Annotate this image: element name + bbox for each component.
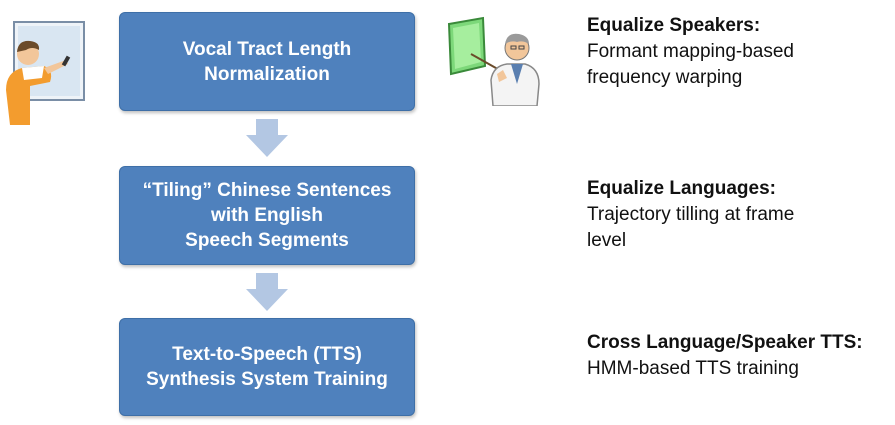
step-tiling-box: “Tiling” Chinese Sentences with English …: [119, 166, 415, 265]
description-equalize-languages: Equalize Languages: Trajectory tilling a…: [587, 176, 892, 254]
description-heading: Equalize Languages:: [587, 178, 776, 199]
teacher-at-whiteboard-icon: [0, 20, 88, 125]
description-cross-language-tts: Cross Language/Speaker TTS: HMM-based TT…: [587, 330, 892, 382]
description-text: Formant mapping-based frequency warping: [587, 41, 794, 88]
down-arrow-icon: [246, 273, 288, 311]
description-text: HMM-based TTS training: [587, 358, 799, 379]
presenter-with-pointer-icon: [441, 14, 549, 107]
step-tiling-label: “Tiling” Chinese Sentences with English …: [142, 180, 392, 251]
step-tts-training-box: Text-to-Speech (TTS) Synthesis System Tr…: [119, 318, 415, 416]
step-tts-training-label: Text-to-Speech (TTS) Synthesis System Tr…: [146, 344, 388, 390]
step-vtln-box: Vocal Tract Length Normalization: [119, 12, 415, 111]
description-text: Trajectory tilling at frame level: [587, 204, 795, 251]
description-equalize-speakers: Equalize Speakers: Formant mapping-based…: [587, 13, 892, 91]
description-heading: Cross Language/Speaker TTS:: [587, 332, 863, 353]
down-arrow-icon: [246, 119, 288, 157]
step-vtln-label: Vocal Tract Length Normalization: [182, 38, 352, 85]
description-heading: Equalize Speakers:: [587, 15, 761, 36]
